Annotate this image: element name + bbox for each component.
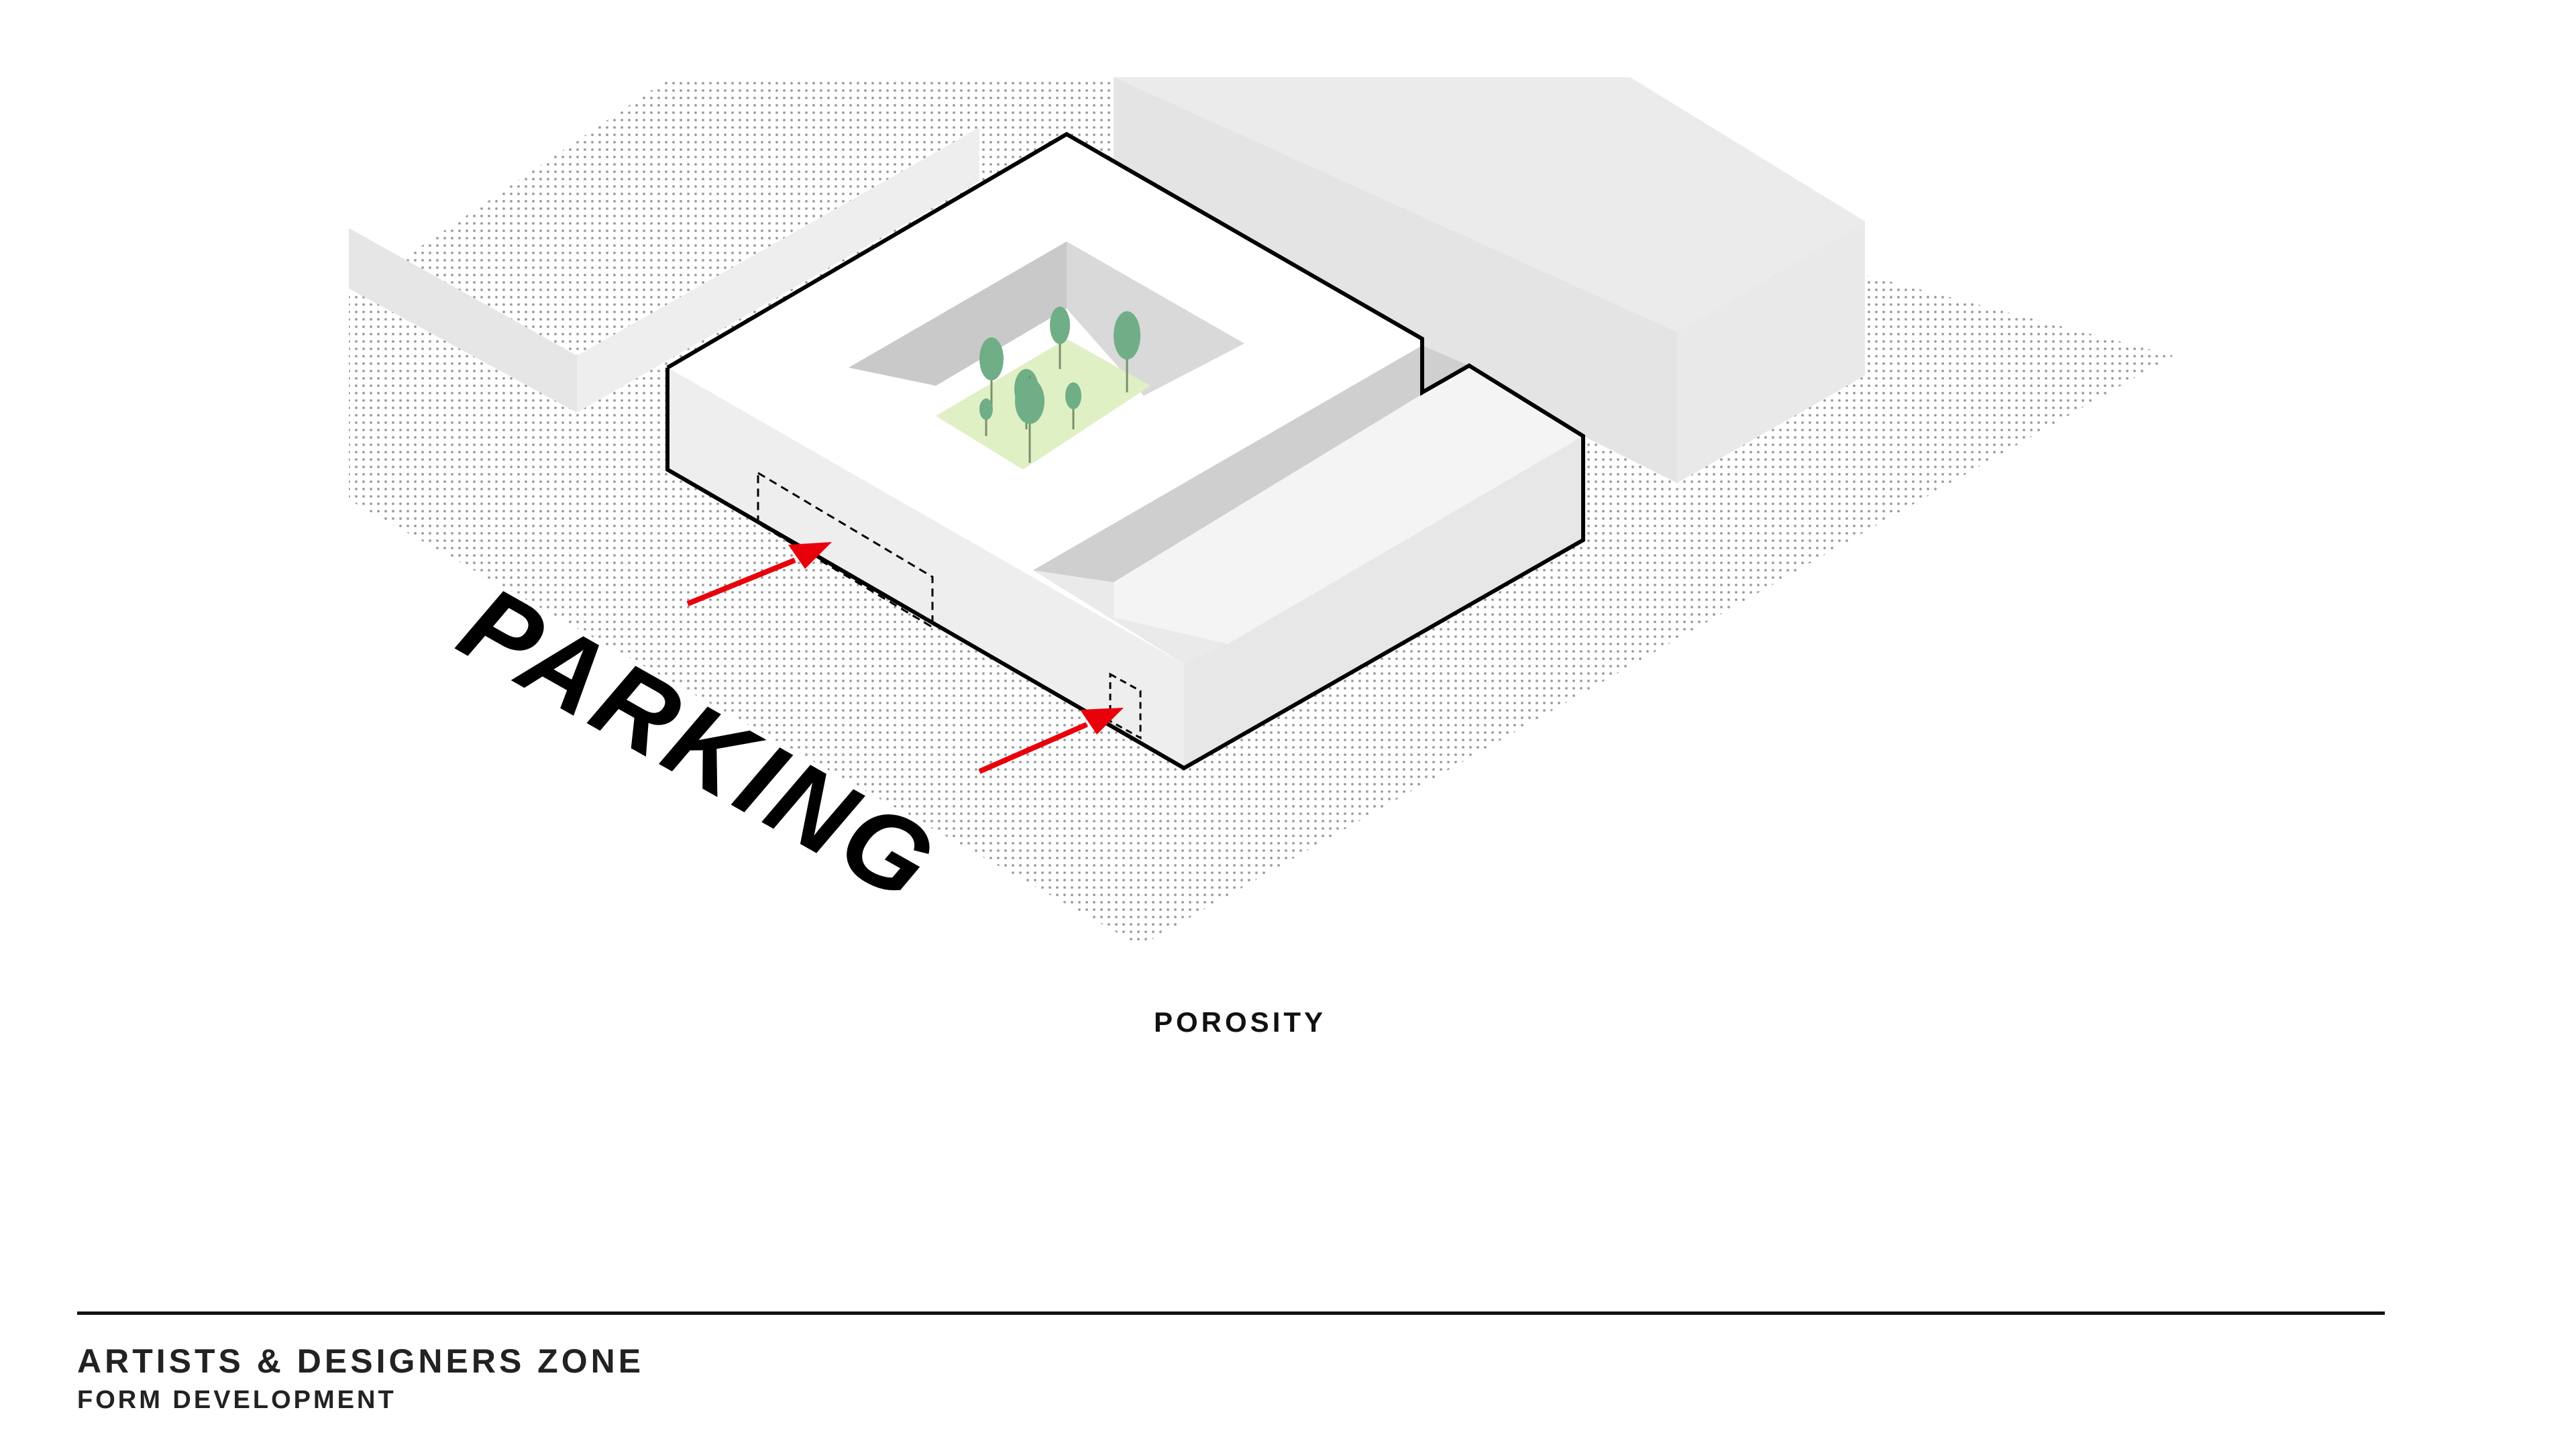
opening-dashed-small <box>1109 672 1142 740</box>
service-slot <box>1033 345 1469 617</box>
footer-title: ARTISTS & DESIGNERS ZONE <box>77 1342 645 1380</box>
footer-subtitle: FORM DEVELOPMENT <box>77 1386 396 1414</box>
footer-divider <box>77 1311 2385 1315</box>
tree <box>1050 307 1070 369</box>
entry-arrow <box>978 708 1124 774</box>
tree <box>979 398 993 436</box>
entry-arrow <box>686 542 832 606</box>
main-building <box>665 131 1585 771</box>
tree <box>1015 376 1044 463</box>
courtyard-trees <box>979 307 1140 463</box>
tree <box>979 337 1004 409</box>
courtyard-wall-left <box>849 241 1067 386</box>
wall-front-right <box>1184 436 1583 768</box>
diagram-caption: POROSITY <box>1154 1006 1327 1038</box>
context-block-left <box>349 127 979 413</box>
tree <box>1114 311 1140 392</box>
opening-dashed-large <box>757 471 934 629</box>
building-outline <box>665 131 1585 771</box>
courtyard-wall-right <box>1067 241 1244 396</box>
context-block-right <box>1114 77 1865 483</box>
tree <box>1065 382 1081 429</box>
wall-front-left <box>667 368 1184 768</box>
